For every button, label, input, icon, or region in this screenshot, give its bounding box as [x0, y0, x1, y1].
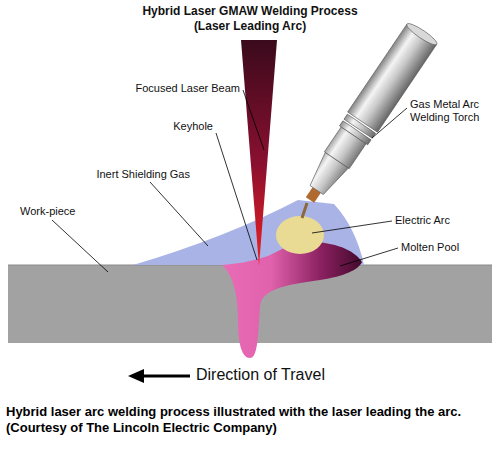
electric-arc	[276, 216, 324, 254]
travel-direction-label: Direction of Travel	[196, 366, 325, 384]
diagram-title: Hybrid Laser GMAW Welding Process (Laser…	[130, 4, 370, 34]
direction-arrow	[140, 375, 190, 378]
laser-beam	[241, 40, 277, 266]
part-label: Gas Metal Arc Welding Torch	[410, 98, 490, 124]
leader-lines	[52, 90, 407, 272]
part-label: Keyhole	[173, 120, 213, 133]
part-label: Inert Shielding Gas	[96, 168, 190, 181]
part-label: Focused Laser Beam	[135, 82, 240, 95]
part-label: Molten Pool	[401, 241, 459, 254]
part-label: Work-piece	[20, 205, 75, 218]
arrow-head	[128, 369, 144, 383]
filler-wire	[302, 203, 307, 218]
figure-caption: Hybrid laser arc welding process illustr…	[6, 404, 494, 436]
part-label: Electric Arc	[395, 214, 450, 227]
molten-pool	[222, 242, 362, 358]
